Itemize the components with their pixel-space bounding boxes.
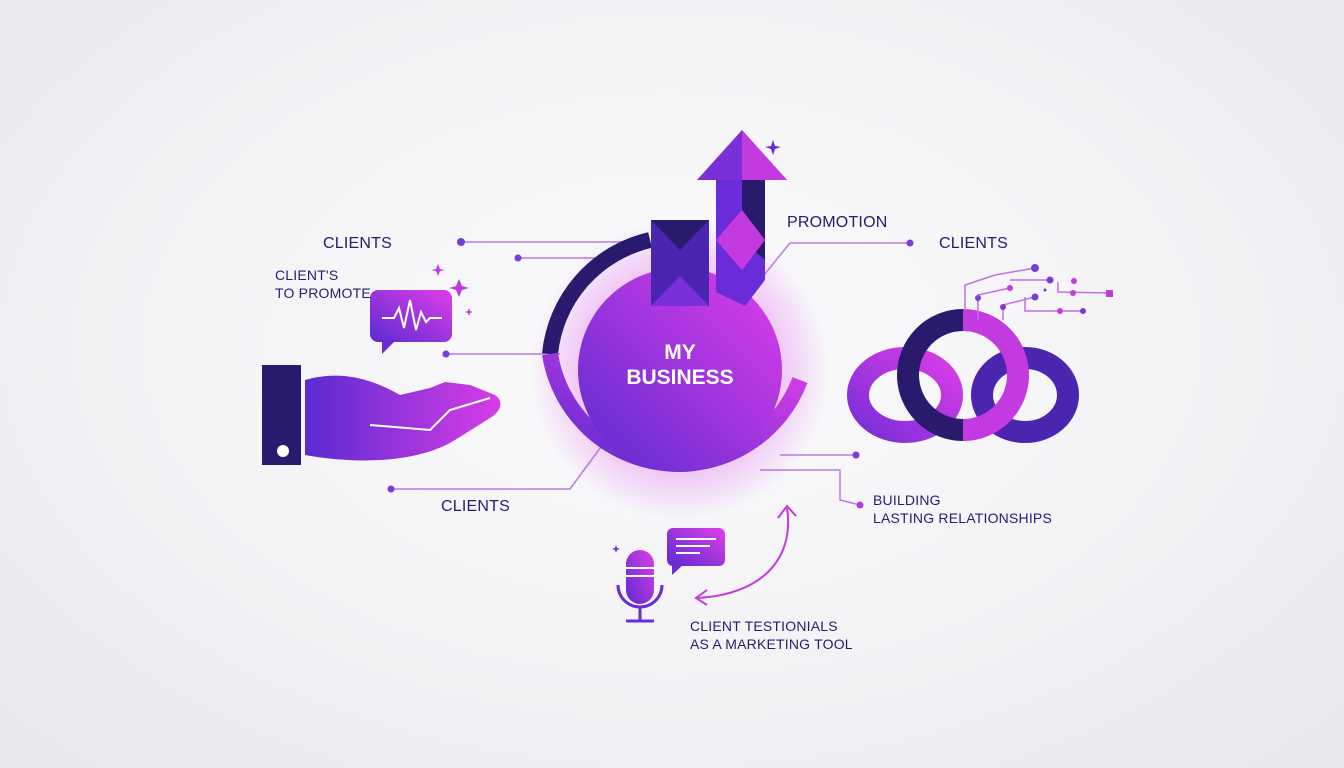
interlocking-rings-icon [847,309,1079,443]
label-clients-top-left: CLIENTS [323,235,392,252]
message-bubble-icon [667,528,725,575]
sparkle-icon [431,264,473,316]
center-label-line1: MY [664,341,696,364]
circuit-nodes-icon [964,267,1111,320]
label-promotion: PROMOTION [787,214,888,231]
label-clients-promote: CLIENT'S TO PROMOTE [275,267,371,301]
center-label-line2: BUSINESS [626,366,734,390]
label-clients-bottom-left: CLIENTS [441,498,510,515]
center-label: MY BUSINESS [580,340,780,390]
open-hand-icon [262,365,501,465]
label-testimonials: CLIENT TESTIONIALS AS A MARKETING TOOL [690,618,853,652]
label-building-relationships: BUILDING LASTING RELATIONSHIPS [873,492,1052,526]
center-circle [578,268,782,472]
connector-dots [387,238,914,509]
label-clients-top-right: CLIENTS [939,235,1008,252]
microphone-icon [612,545,664,623]
growth-arrow-icon [651,130,787,306]
waveform-chat-bubble-icon [370,290,452,354]
curved-double-arrow-icon [694,504,797,606]
